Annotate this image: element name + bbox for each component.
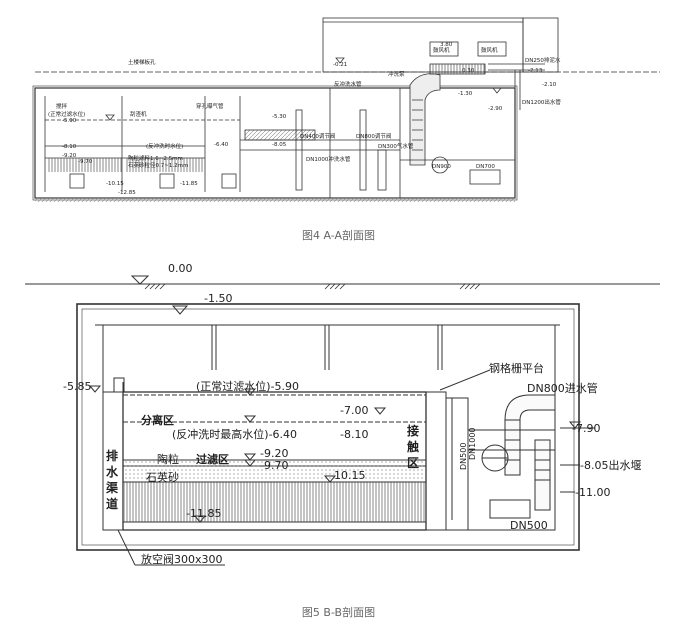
label-roof: -1.50 bbox=[204, 292, 232, 305]
label-bubbler: 冲洗泵 bbox=[388, 70, 405, 78]
label-elev-213: -2.13 bbox=[528, 68, 543, 74]
label-dn800: DN800调节阀 bbox=[356, 132, 391, 140]
label-separation-zone: 分离区 bbox=[141, 413, 174, 427]
label-mixer: 搅拌 bbox=[56, 102, 68, 110]
label-dn1000-vert: DN1000 bbox=[468, 427, 477, 460]
label-elev-920: -9.20 bbox=[62, 153, 77, 159]
label-dn500: DN500 bbox=[510, 519, 548, 532]
label-elev-810: -8.10 bbox=[62, 144, 77, 150]
label-quartz-a: 石英砂粒径0.7~1.2mm bbox=[128, 161, 188, 169]
label-dn1000: DN1000冲洗水管 bbox=[306, 155, 351, 163]
label-elev-805: -8.05 bbox=[272, 142, 287, 148]
label-drain-channel: 排水渠道 bbox=[106, 448, 119, 511]
label-elev-640: -6.40 bbox=[214, 142, 229, 148]
label-e1185: -11.85 bbox=[186, 507, 221, 520]
label-dn1200: DN1200出水管 bbox=[522, 98, 561, 106]
label-normal-level: (正常过滤水位)-5.90 bbox=[196, 379, 299, 393]
label-dn700: DN700 bbox=[476, 164, 495, 170]
label-dn250: DN250排泥水 bbox=[525, 56, 561, 64]
label-quartz: 石英砂 bbox=[146, 470, 179, 484]
label-inlet: DN800进水管 bbox=[527, 381, 598, 395]
label-elev-1285: -12.85 bbox=[118, 190, 136, 196]
label-drain-valve: 放空阀300x300 bbox=[141, 552, 223, 566]
label-cover-note: 土楼梯板孔 bbox=[128, 58, 156, 66]
figure-b-labels: 0.00 -1.50 -5.85 (正常过滤水位)-5.90 -7.00 (反冲… bbox=[63, 262, 641, 566]
figure-b bbox=[25, 275, 660, 566]
label-elev-1185: -11.85 bbox=[180, 181, 198, 187]
label-filter-zone: 过滤区 bbox=[196, 452, 229, 466]
label-e1100: -11.00 bbox=[575, 486, 610, 499]
label-blower-2: 鼓风机 bbox=[481, 46, 498, 54]
label-elev-290: -2.90 bbox=[488, 106, 503, 112]
label-dn400: DN400调节阀 bbox=[300, 132, 335, 140]
figure-a bbox=[32, 17, 660, 202]
label-elev-530: -5.30 bbox=[272, 114, 287, 120]
label-contact-zone: 接触区 bbox=[407, 423, 419, 470]
label-e700: -7.00 bbox=[340, 404, 368, 417]
label-e920: -9.20 bbox=[260, 447, 288, 460]
label-e1015: -10.15 bbox=[330, 469, 365, 482]
label-left-top: -5.85 bbox=[63, 380, 91, 393]
label-backwash-level-a: (反冲洗时水位) bbox=[146, 142, 183, 150]
label-backwash-level: (反冲洗时最高水位)-6.40 bbox=[172, 427, 297, 441]
label-e790: -7.90 bbox=[572, 422, 600, 435]
label-elev-970: -9.70 bbox=[78, 159, 93, 165]
label-e810: -8.10 bbox=[340, 428, 368, 441]
label-ceramic: 陶粒 bbox=[157, 452, 179, 466]
label-filter-level-a: (正常过滤水位) bbox=[48, 110, 85, 118]
caption-figure-b: 图5 B-B剖面图 bbox=[301, 606, 376, 619]
vertical-labels: 排水渠道 接触区 bbox=[106, 423, 419, 511]
label-dn900: DN900 bbox=[432, 164, 451, 170]
label-elev-130: -1.30 bbox=[458, 91, 473, 97]
label-elev-590: -5.90 bbox=[62, 118, 77, 124]
label-grating: 钢格栅平台 bbox=[489, 361, 544, 375]
label-aerator: 穿孔曝气管 bbox=[196, 102, 224, 110]
label-blower-1: 鼓风机 bbox=[433, 46, 450, 54]
label-outlet-weir: -8.05出水堰 bbox=[580, 458, 641, 472]
caption-figure-a: 图4 A-A剖面图 bbox=[301, 229, 376, 242]
label-ground: 0.00 bbox=[168, 262, 193, 275]
label-ceramic-a: 陶粒滤料1.6~2.5mm bbox=[128, 154, 183, 162]
label-skimmer: 刮渣机 bbox=[130, 110, 147, 118]
label-elev-1015: -10.15 bbox=[106, 181, 124, 187]
label-elev-030: 0.30 bbox=[462, 68, 475, 74]
label-top-elev: 3.80 bbox=[440, 42, 453, 48]
figure-a-labels: 3.80 土楼梯板孔 鼓风机 鼓风机 DN250排泥水 -2.13 0.30 -… bbox=[48, 42, 561, 196]
label-e970: -9.70 bbox=[260, 459, 288, 472]
label-elev-021: -0.21 bbox=[333, 62, 347, 68]
label-backwash-pipe: 反冲洗水管 bbox=[334, 80, 362, 88]
label-dn500-vert: DN500 bbox=[459, 443, 468, 470]
label-dn300: DN300气水管 bbox=[378, 142, 414, 150]
label-elev-210: -2.10 bbox=[542, 82, 557, 88]
